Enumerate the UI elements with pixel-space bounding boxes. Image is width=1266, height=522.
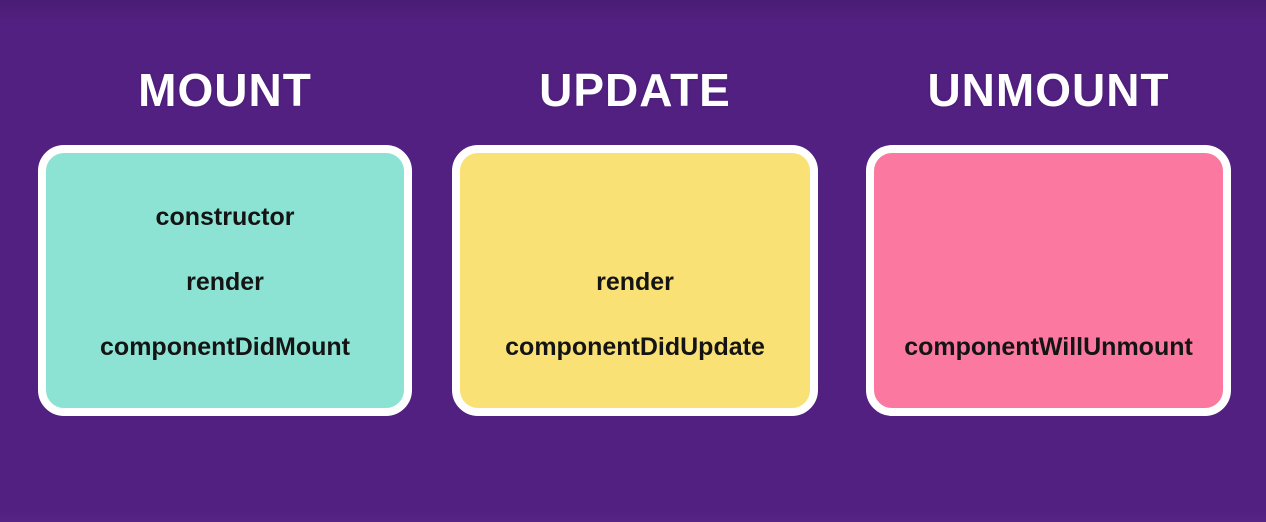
lifecycle-method-constructor: constructor [155,203,295,231]
lifecycle-method-componentdidmount: componentDidMount [100,333,350,361]
mount-card: constructor render componentDidMount [38,145,412,416]
column-title-update: UPDATE [539,64,731,116]
column-mount: MOUNT constructor render componentDidMou… [38,0,412,522]
unmount-card: componentWillUnmount [866,145,1231,416]
empty-row [460,185,810,250]
empty-row [874,185,1223,250]
lifecycle-method-componentdidupdate: componentDidUpdate [505,333,765,361]
lifecycle-method-render-update: render [596,268,674,296]
column-update: UPDATE render componentDidUpdate [452,0,818,522]
column-title-unmount: UNMOUNT [927,64,1170,116]
empty-row [874,250,1223,315]
column-title-mount: MOUNT [138,64,312,116]
lifecycle-method-render-mount: render [186,268,264,296]
lifecycle-method-componentwillunmount: componentWillUnmount [904,333,1193,361]
column-unmount: UNMOUNT componentWillUnmount [866,0,1231,522]
update-card: render componentDidUpdate [452,145,818,416]
